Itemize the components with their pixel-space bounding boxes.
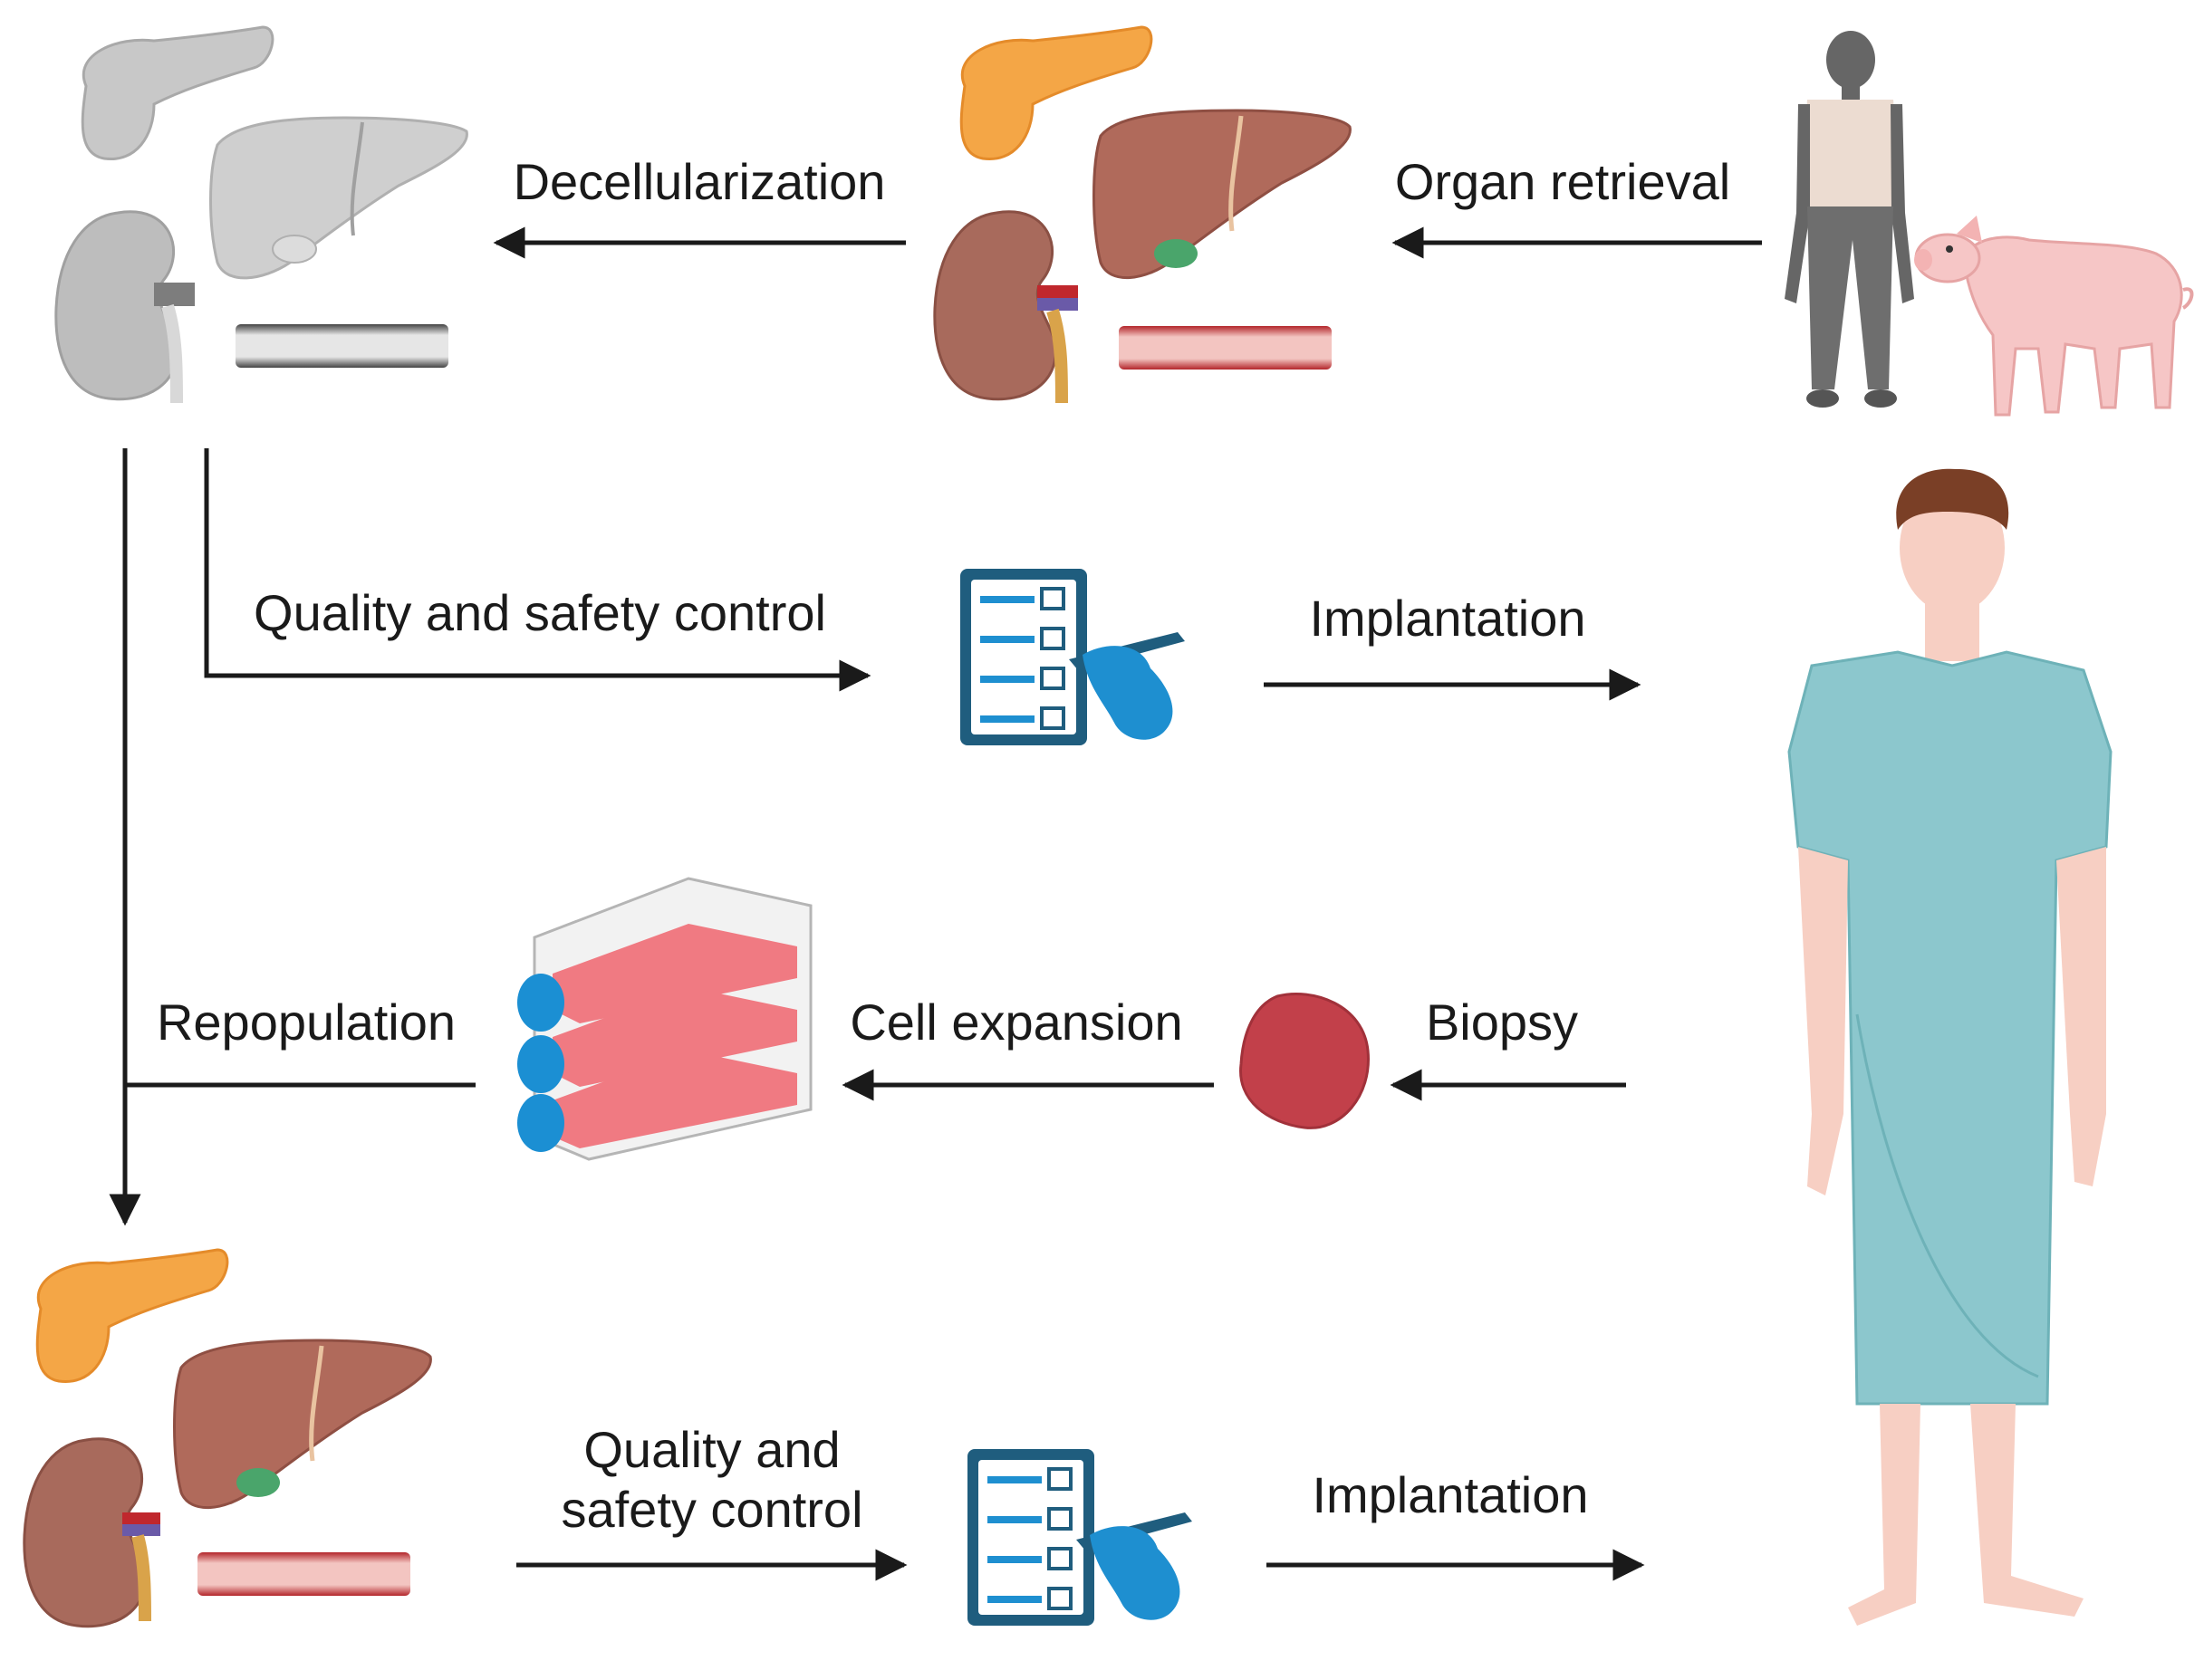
kidney-icon: [23, 1437, 147, 1628]
liver-icon: [1092, 109, 1352, 280]
blood-vessel-icon: [197, 1552, 410, 1596]
ureter: [131, 1534, 151, 1622]
gallbladder: [1154, 239, 1198, 268]
decellularized-organs: [54, 25, 468, 404]
label-cell-expansion: Cell expansion: [850, 994, 1182, 1051]
kidney-icon: [54, 210, 178, 401]
renal-artery: [1037, 285, 1078, 298]
gallbladder: [272, 235, 317, 264]
pancreas-icon: [81, 25, 274, 161]
label-organ-retrieval: Organ retrieval: [1395, 153, 1730, 210]
renal-vessels: [154, 283, 195, 306]
arrow-quality-safety-top: [204, 448, 871, 692]
label-quality-safety-bottom-line1: Quality and: [583, 1421, 840, 1478]
liver-icon: [173, 1339, 432, 1510]
renal-artery: [122, 1512, 160, 1524]
patient-icon: [1787, 468, 2113, 1626]
arrows: [109, 226, 1762, 1581]
label-quality-safety-bottom-line2: safety control: [561, 1481, 862, 1538]
liver-ligament: [309, 1345, 324, 1462]
label-decellularization: Decellularization: [514, 153, 886, 210]
liver-icon: [209, 116, 468, 280]
pig-icon: [1914, 216, 2194, 417]
blood-vessel-icon: [1119, 326, 1332, 370]
ureter: [1046, 308, 1068, 404]
label-quality-safety-top: Quality and safety control: [254, 584, 826, 641]
pancreas-icon: [35, 1248, 229, 1384]
label-implantation-bottom: Implantation: [1312, 1466, 1588, 1523]
kidney-icon: [933, 210, 1057, 401]
label-implantation-top: Implantation: [1309, 590, 1585, 647]
donor-human-icon: [1785, 31, 1914, 408]
label-repopulation: Repopulation: [157, 994, 456, 1051]
pancreas-icon: [959, 25, 1153, 161]
cell-culture-flask-icon: [517, 877, 813, 1161]
label-biopsy: Biopsy: [1426, 994, 1578, 1051]
native-organs: [933, 25, 1352, 404]
renal-vein: [1037, 298, 1078, 311]
liver-ligament: [1228, 115, 1244, 232]
renal-vein: [122, 1524, 160, 1536]
ureter: [161, 303, 183, 404]
gallbladder: [236, 1468, 280, 1497]
blood-vessel-icon: [236, 324, 448, 368]
checklist-icon: [967, 1449, 1192, 1626]
checklist-icon: [960, 569, 1185, 745]
repopulated-organs: [23, 1248, 432, 1628]
liver-ligament: [350, 121, 364, 236]
biopsy-tissue-icon: [1239, 993, 1370, 1129]
